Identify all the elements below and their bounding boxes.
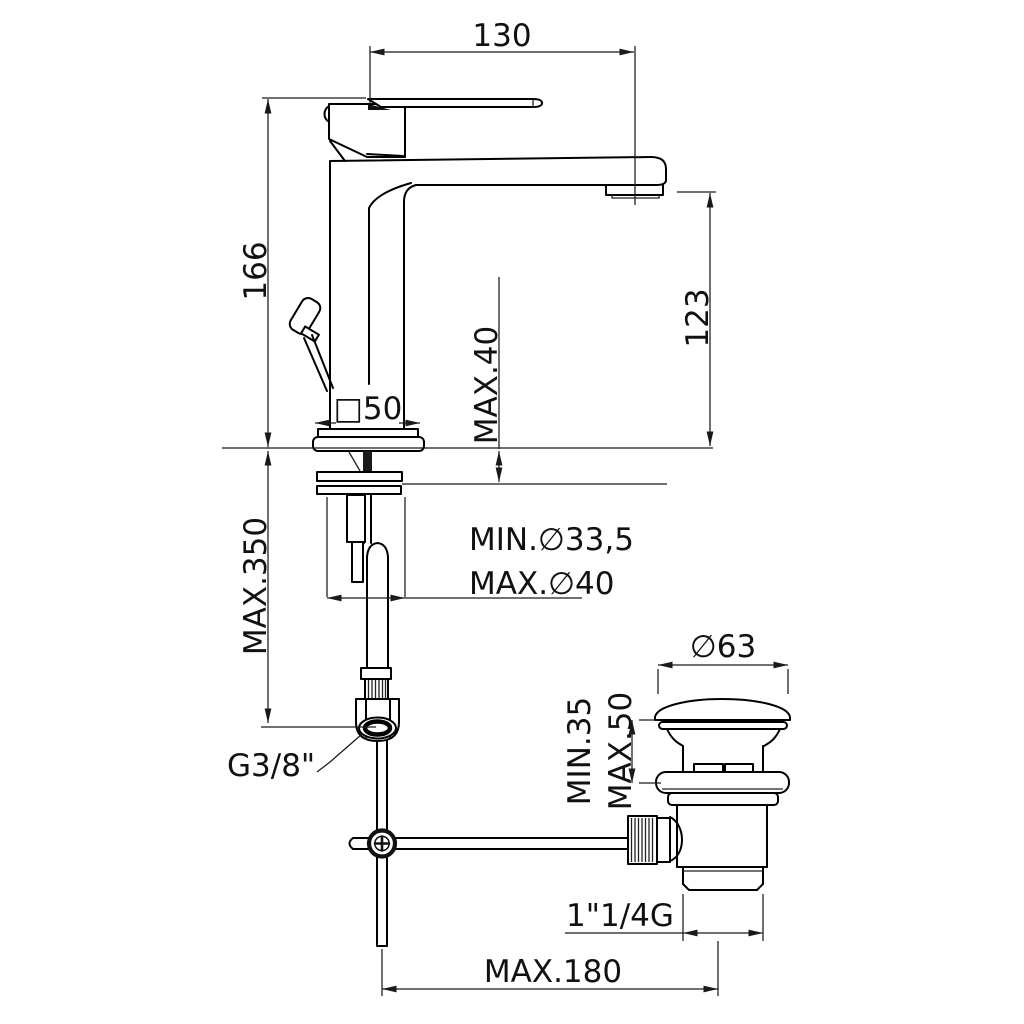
dim-total-height-label: 166 [238, 241, 274, 300]
dim-hole-min-label: MIN.∅33,5 [469, 522, 634, 558]
dim-waste-thread-label: 1"1/4G [566, 898, 674, 934]
base-flange [312, 436, 425, 452]
dim-spout-height: 123 [677, 191, 716, 446]
horizontal-popup-rod [348, 837, 629, 850]
waste-barrel [682, 745, 764, 773]
rod-connector-knurl [627, 815, 683, 865]
supply-hose [366, 542, 389, 669]
dim-waste-cap-diameter-label: ∅63 [690, 629, 756, 665]
dim-spout-reach-label: 130 [472, 18, 531, 54]
mounting-washer-upper [316, 471, 403, 482]
lever-joint-shadow [368, 104, 391, 110]
rod-clamp-screw [366, 828, 398, 859]
dim-spout-height-label: 123 [680, 288, 716, 347]
dim-basin-min-label: MIN.35 [562, 697, 598, 805]
dim-waste-cap-diameter: ∅63 [657, 629, 789, 694]
dim-spout-reach: 130 [369, 18, 636, 205]
threaded-shank [363, 451, 372, 472]
waste-cap [654, 698, 791, 721]
popup-waste-assembly [627, 698, 791, 891]
dimension-annotations: 130 166 123 MAX.40 □50 [222, 18, 789, 996]
waste-thread-tail [682, 866, 764, 891]
base-plate [317, 428, 419, 438]
supply-nut [355, 667, 400, 742]
waste-flange [655, 771, 790, 794]
dim-body-square: □50 [315, 391, 420, 427]
mounting-stud [346, 494, 366, 543]
lever-handle [367, 98, 543, 108]
dim-rod-reach-label: MAX.180 [484, 954, 622, 990]
dim-counter-thickness: MAX.40 [402, 277, 667, 485]
dim-waste-thread: 1"1/4G [565, 894, 764, 941]
dim-basin-max-label: MAX.50 [603, 692, 639, 811]
dim-counter-thickness-label: MAX.40 [469, 326, 505, 445]
mounting-washer-lower [316, 485, 402, 495]
cartridge-housing [328, 103, 406, 158]
popup-rod-linkage [348, 740, 629, 947]
dim-supply-length: MAX.350 [238, 451, 376, 728]
waste-neck [666, 728, 781, 747]
dim-basin-thickness: MIN.35 MAX.50 [562, 692, 661, 811]
dim-supply-thread: G3/8" [227, 734, 362, 784]
body-and-spout [329, 156, 667, 430]
dim-supply-length-label: MAX.350 [238, 517, 274, 655]
mounting-hardware [316, 451, 403, 742]
dim-supply-thread-label: G3/8" [227, 748, 315, 784]
dim-total-height: 166 [238, 97, 366, 447]
popup-control-lever [288, 297, 334, 392]
dim-body-square-label: □50 [334, 391, 403, 427]
dim-hole-max-label: MAX.∅40 [469, 566, 615, 602]
waste-body [676, 804, 768, 868]
dim-rod-reach: MAX.180 [381, 941, 719, 996]
dim-hole-diameter: MIN.∅33,5 MAX.∅40 [326, 497, 634, 602]
